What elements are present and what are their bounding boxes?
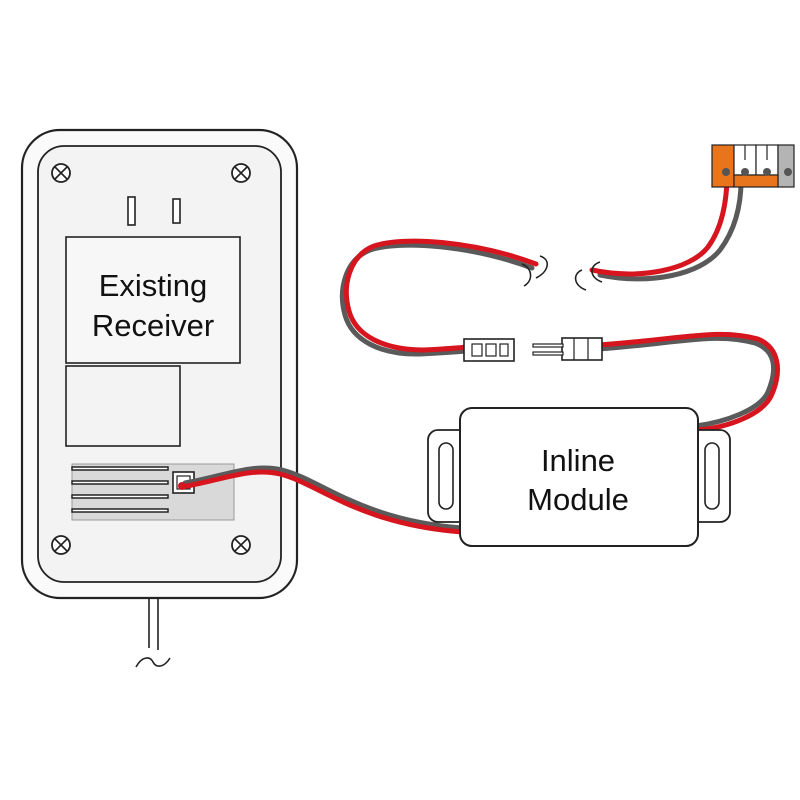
plug-prong-icon	[127, 196, 136, 226]
module-label-line1: Inline	[541, 443, 615, 478]
receiver-label-panel	[65, 236, 241, 364]
receiver-label-line2: Receiver	[92, 308, 214, 343]
module-label-line2: Module	[527, 482, 629, 517]
module-body	[459, 407, 699, 547]
terminal-block	[711, 144, 795, 188]
wire-break-icon	[521, 255, 603, 291]
terminal-screw-icon	[763, 168, 771, 176]
plug-prong-icon	[172, 198, 181, 224]
receiver-blank-panel	[65, 365, 181, 447]
screw-icon	[231, 163, 251, 183]
vent-slots	[71, 466, 169, 513]
wire-receiver-to-module	[179, 465, 465, 535]
receiver-label-line1: Existing	[99, 268, 208, 303]
terminal-slot-gray	[777, 144, 795, 188]
power-cord	[135, 598, 171, 668]
module-right-slot	[704, 442, 720, 510]
screw-icon	[51, 535, 71, 555]
screw-icon	[51, 163, 71, 183]
screw-icon	[231, 535, 251, 555]
wire-terminal-to-jack	[340, 162, 744, 357]
receiver-connector-pin	[178, 482, 186, 490]
terminal-screw-icon	[722, 168, 730, 176]
terminal-screw-icon	[741, 168, 749, 176]
terminal-screw-icon	[784, 168, 792, 176]
existing-receiver: Existing Receiver	[20, 128, 299, 668]
wire-module-to-plug	[595, 331, 780, 433]
terminal-slot-orange	[711, 144, 735, 188]
pin-connector	[532, 337, 603, 361]
module-left-slot	[438, 442, 454, 510]
inline-module: Inline Module	[427, 407, 731, 547]
socket-connector	[463, 338, 515, 362]
